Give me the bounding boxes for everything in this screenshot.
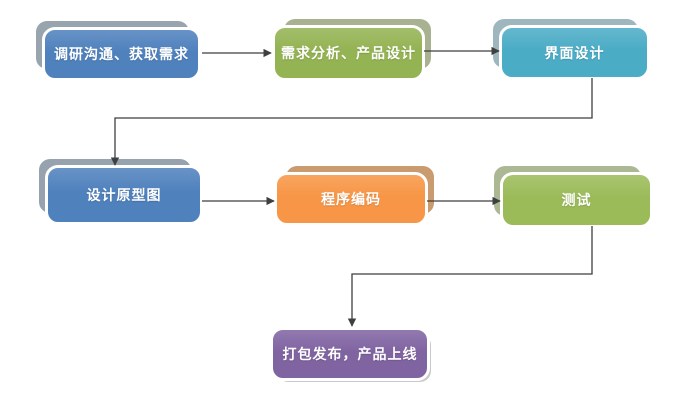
node-card: 打包发布，产品上线 [270,327,430,381]
node-card: 需求分析、产品设计 [272,25,425,81]
node-label: 程序编码 [321,191,381,207]
node-card: 测试 [500,172,653,228]
flow-node-prototype: 设计原型图 [39,159,203,225]
node-card: 程序编码 [274,172,428,226]
flow-node-research: 调研沟通、获取需求 [36,21,201,81]
flow-node-release: 打包发布，产品上线 [270,327,431,382]
arrow-ui-design-to-prototype [110,78,593,166]
node-card: 调研沟通、获取需求 [42,27,201,81]
node-label: 界面设计 [544,44,605,61]
node-label: 需求分析、产品设计 [281,45,416,61]
node-card: 界面设计 [499,25,650,80]
node-label: 设计原型图 [86,187,162,203]
flow-node-testing: 测试 [494,166,653,228]
node-label: 测试 [561,192,592,208]
node-label: 打包发布，产品上线 [282,346,418,362]
flow-node-analysis: 需求分析、产品设计 [272,19,431,81]
node-card: 设计原型图 [45,165,203,225]
node-label: 调研沟通、获取需求 [54,46,189,62]
flow-node-coding: 程序编码 [274,166,434,226]
arrow-testing-to-release [347,226,593,327]
flow-node-ui-design: 界面设计 [493,19,650,80]
